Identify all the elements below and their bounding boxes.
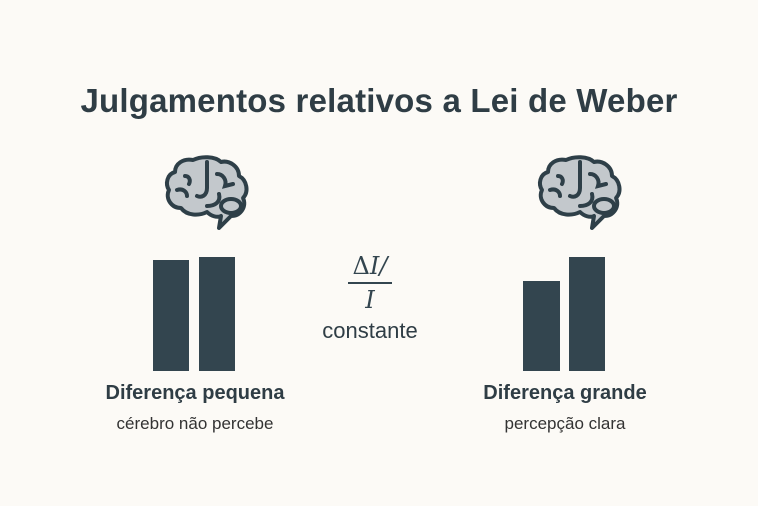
sublabel-small-difference: cérebro não percebe [116, 414, 274, 433]
label-large-difference: Diferença grande [483, 382, 647, 404]
bar-small-diff-2 [199, 257, 235, 371]
brain-icon [538, 155, 622, 230]
weber-formula: ΔI/ I constante [300, 252, 440, 344]
bar-large-diff-1 [523, 281, 560, 371]
formula-numerator: ΔI/ [352, 252, 388, 280]
bar-small-diff-1 [153, 260, 189, 371]
sublabel-large-difference: percepção clara [504, 414, 626, 433]
brain-icon [165, 155, 249, 230]
formula-caption: constante [322, 318, 418, 343]
formula-denominator: I [365, 286, 375, 314]
label-small-difference: Diferença pequena [105, 382, 285, 404]
fraction-line [348, 282, 392, 284]
diagram-title: Julgamentos relativos a Lei de Weber [80, 82, 678, 119]
bar-large-diff-2 [569, 257, 605, 371]
